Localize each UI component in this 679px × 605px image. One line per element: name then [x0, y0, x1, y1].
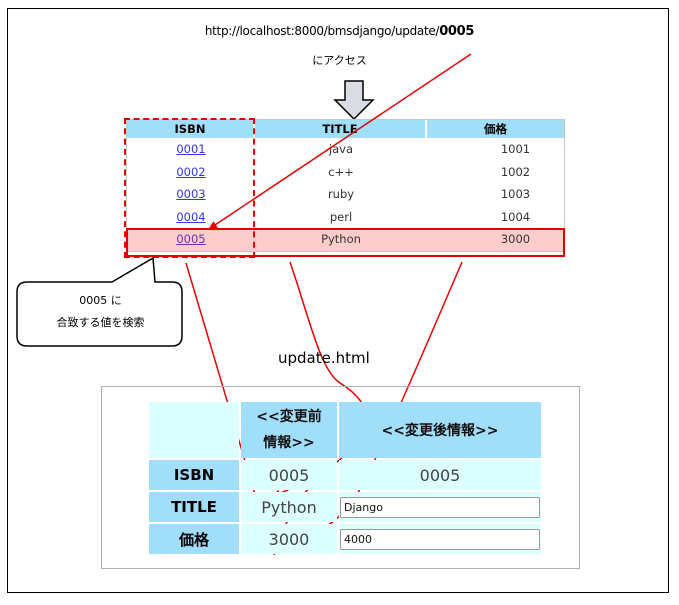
- column-header-price: 価格: [427, 120, 564, 138]
- after-value-isbn: 0005: [339, 460, 541, 490]
- access-caption: にアクセス: [312, 54, 367, 67]
- isbn-link[interactable]: 0003: [176, 187, 206, 202]
- url-id: 0005: [439, 24, 475, 39]
- title-cell: c++: [328, 164, 354, 179]
- before-info-header: <<変更前情報>>: [241, 402, 337, 458]
- url-prefix: http://localhost:8000/bmsdjango/update/: [204, 24, 440, 38]
- before-header-line-1: <<変更前: [256, 409, 322, 425]
- title-cell: perl: [329, 209, 353, 224]
- isbn-link[interactable]: 0005: [176, 232, 206, 247]
- isbn-column-dashed-box: [124, 118, 255, 258]
- isbn-link[interactable]: 0002: [176, 164, 206, 179]
- update-header-row: <<変更前情報>> <<変更後情報>>: [149, 402, 541, 458]
- highlighted-table-row: 0005 Python 3000: [127, 228, 564, 251]
- update-row-isbn: ISBN 0005 0005: [149, 460, 541, 490]
- before-value-title: Python: [241, 492, 337, 522]
- price-cell: 1001: [500, 142, 531, 157]
- title-cell: java: [328, 142, 354, 157]
- update-row-title: TITLE Python: [149, 492, 541, 522]
- access-url: http://localhost:8000/bmsdjango/update/0…: [0, 24, 679, 39]
- price-cell: 1002: [500, 164, 531, 179]
- callout-text: 0005 に 合致する値を検索: [18, 290, 183, 334]
- title-input[interactable]: [340, 497, 540, 518]
- before-header-line-2: 情報>>: [263, 435, 315, 451]
- update-form-table: <<変更前情報>> <<変更後情報>> ISBN 0005 0005 TITLE…: [147, 400, 543, 556]
- diagram-frame: [7, 8, 669, 593]
- down-arrow-icon: [333, 80, 375, 120]
- after-info-header: <<変更後情報>>: [339, 402, 541, 458]
- update-page-label: update.html: [278, 349, 370, 367]
- title-cell: ruby: [327, 187, 355, 202]
- callout-line-1: 0005 に: [79, 294, 122, 307]
- price-cell: 3000: [427, 228, 564, 251]
- row-label-price: 価格: [149, 524, 239, 554]
- update-row-price: 価格 3000: [149, 524, 541, 554]
- title-cell: Python: [255, 228, 427, 251]
- price-input[interactable]: [340, 529, 540, 550]
- update-page-panel: [101, 386, 580, 569]
- row-label-isbn: ISBN: [149, 460, 239, 490]
- column-header-title: TITLE: [255, 120, 427, 138]
- price-cell: 1003: [500, 187, 531, 202]
- before-value-isbn: 0005: [241, 460, 337, 490]
- row-label-title: TITLE: [149, 492, 239, 522]
- callout-line-2: 合致する値を検索: [56, 316, 145, 329]
- before-value-price: 3000: [241, 524, 337, 554]
- price-cell: 1004: [500, 209, 531, 224]
- isbn-link[interactable]: 0001: [176, 142, 206, 157]
- empty-header-cell: [149, 402, 239, 458]
- isbn-link[interactable]: 0004: [176, 209, 206, 224]
